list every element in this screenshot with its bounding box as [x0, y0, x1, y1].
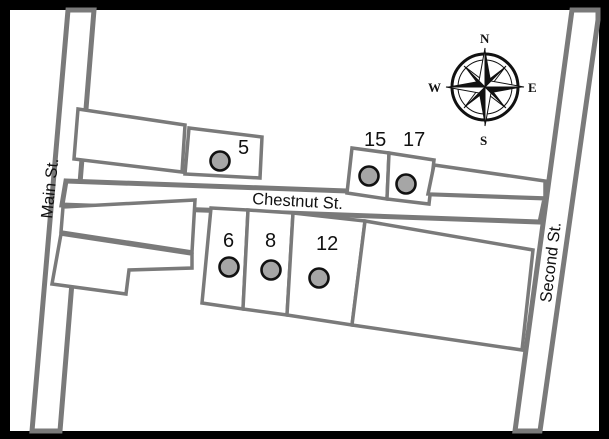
compass-rose-icon [445, 47, 525, 127]
parcel-west-south-2 [49, 232, 194, 296]
chestnut-street-label: Chestnut St. [252, 190, 344, 213]
parcel-west-north [72, 106, 187, 174]
compass-east-label: E [528, 80, 537, 95]
second-street-road [512, 7, 601, 434]
lot-6-marker [218, 256, 240, 278]
compass-west-label: W [428, 80, 441, 95]
compass-south-label: S [480, 133, 487, 148]
parcel-east-north [425, 163, 547, 200]
lot-5-label: 5 [238, 137, 249, 159]
lot-6-label: 6 [223, 230, 234, 252]
compass-north-label: N [480, 31, 490, 46]
parcel-west-south-1 [59, 198, 197, 255]
lot-15-marker [358, 165, 380, 187]
parcel-east-south [350, 218, 535, 352]
lot-12-label: 12 [316, 233, 338, 255]
lot-8-marker [260, 259, 282, 281]
lot-17-marker [395, 173, 417, 195]
lot-15-label: 15 [364, 129, 386, 151]
lot-12-marker [308, 267, 330, 289]
lot-5-marker [209, 150, 231, 172]
lot-8-label: 8 [265, 230, 276, 252]
lot-17-label: 17 [403, 129, 425, 151]
